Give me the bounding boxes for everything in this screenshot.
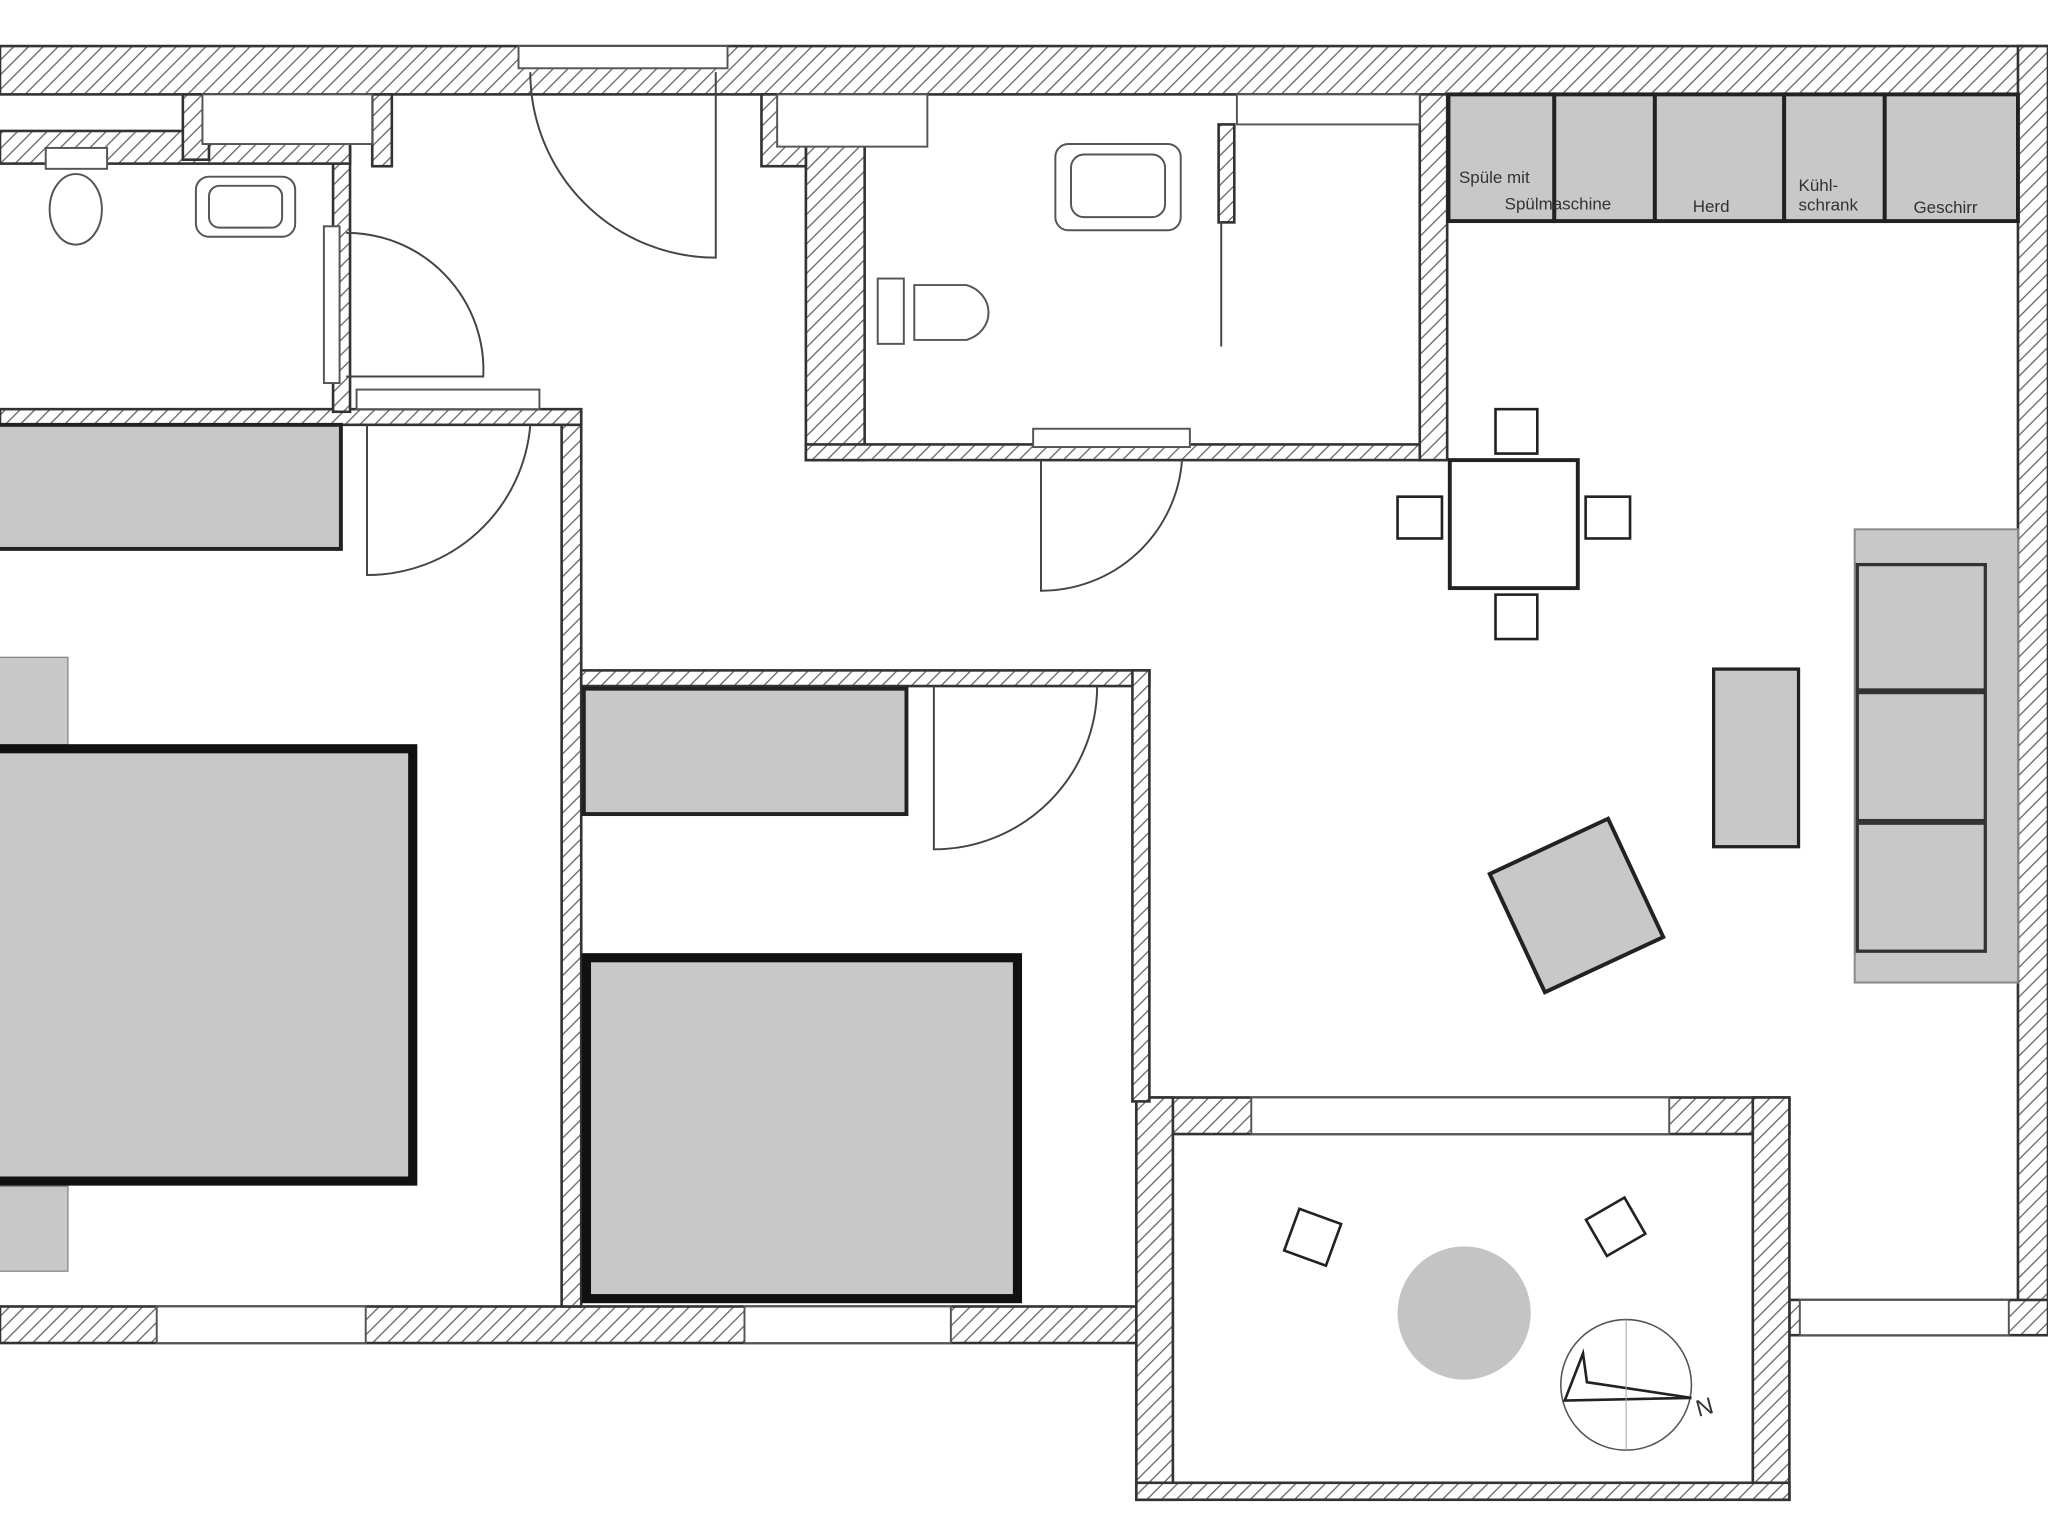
toilet-icon xyxy=(44,146,109,246)
dining-table xyxy=(1396,407,1632,641)
cabinet-fridge-label-1: Kühl- xyxy=(1799,176,1839,195)
armchair xyxy=(1487,816,1666,995)
sink-icon xyxy=(194,175,297,238)
windows xyxy=(155,45,2010,1345)
cabinet-fridge-label-2: schrank xyxy=(1799,196,1859,215)
cabinet-dishes-label: Geschirr xyxy=(1913,198,1977,217)
door-bedroom-1 xyxy=(366,424,532,577)
kitchen-counter: Spüle mit Spülmaschine Herd Kühl- schran… xyxy=(1446,92,2020,224)
wardrobe xyxy=(0,422,343,551)
bedroom-1 xyxy=(0,422,418,1272)
compass-north-label: N xyxy=(1693,1392,1716,1422)
nightstand xyxy=(0,1185,69,1272)
sink-icon xyxy=(1054,143,1182,232)
door-entrance xyxy=(529,72,717,259)
doors xyxy=(346,72,1223,851)
nightstand xyxy=(0,656,69,746)
round-table xyxy=(1397,1246,1531,1380)
toilet-icon xyxy=(876,277,990,345)
cabinet-sink-label-2: Spülmaschine xyxy=(1505,194,1612,213)
bedroom-2 xyxy=(581,686,1023,1304)
door-bathroom-2 xyxy=(1040,460,1184,592)
cabinet-sink-label-1: Spüle mit xyxy=(1459,168,1530,187)
bathroom-2 xyxy=(876,143,1182,345)
bed xyxy=(0,744,418,1186)
balcony xyxy=(1282,1195,1648,1380)
cabinet-stove-label: Herd xyxy=(1693,197,1730,216)
coffee-table xyxy=(1711,667,1801,849)
door-bathroom-1 xyxy=(346,231,485,378)
sofa xyxy=(1853,528,2019,984)
bed xyxy=(581,953,1023,1304)
door-bedroom-2 xyxy=(932,686,1099,851)
bathroom-1 xyxy=(44,146,297,246)
compass-icon: N xyxy=(1560,1318,1716,1451)
wardrobe xyxy=(581,686,909,817)
